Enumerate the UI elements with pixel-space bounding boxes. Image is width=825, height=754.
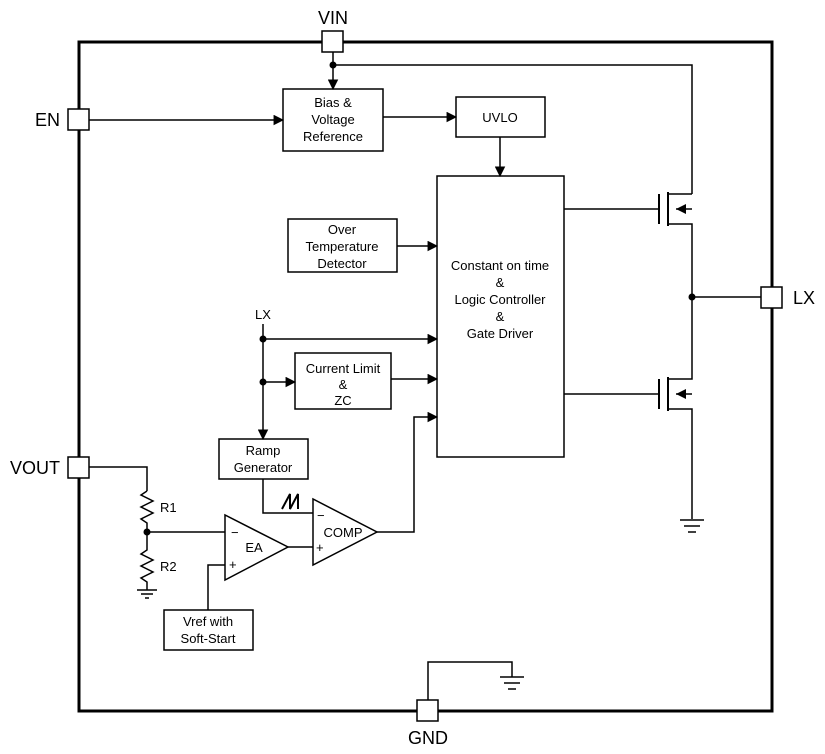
wire-gnd [427,661,513,700]
uvlo-block: UVLO [455,96,546,138]
ramp-generator-block: Ramp Generator [218,438,309,480]
pin-gnd: GND [408,699,448,748]
ground-icon-divider [137,589,157,599]
ground-icon-gnd [500,676,524,690]
pin-vin-label: VIN [318,8,348,28]
bias-line-1: Bias & [314,95,352,110]
pin-vout: VOUT [10,456,90,479]
comp-label: COMP [324,525,363,540]
error-amplifier: EA − + [224,513,290,582]
bias-line-3: Reference [303,129,363,144]
vref-line-2: Soft-Start [181,631,236,646]
controller-line-4: & [496,309,505,324]
bias-voltage-reference-block: Bias & Voltage Reference [282,88,384,152]
node-lx-sense-1 [259,335,267,343]
wire-vout [89,466,148,491]
comp-plus: + [316,540,324,555]
comparator: COMP − + [312,497,379,567]
wire-ramp-comp [262,479,313,514]
wire-vref-ea [207,564,225,610]
sawtooth-icon [281,493,299,510]
pin-lx: LX [760,286,815,309]
vref-soft-start-block: Vref with Soft-Start [163,609,254,651]
r1-label: R1 [160,500,177,515]
high-side-mosfet [658,192,693,297]
pin-en-label: EN [35,110,60,130]
pin-lx-label: LX [793,288,815,308]
wire-comp-ctrl [377,411,439,533]
ground-icon-low-side [680,519,704,533]
ramp-line-1: Ramp [246,443,281,458]
ea-plus: + [229,557,237,572]
current-limit-line-1: Current Limit [306,361,381,376]
r2-label: R2 [160,559,177,574]
controller-line-5: Gate Driver [467,326,534,341]
over-temperature-detector-block: Over Temperature Detector [287,218,398,273]
node-lx-sense-2 [259,378,267,386]
controller-block: Constant on time & Logic Controller & Ga… [436,175,565,458]
pin-vin: VIN [318,8,348,53]
controller-line-2: & [496,275,505,290]
wire-vin-to-hs [333,64,693,194]
otd-line-2: Temperature [306,239,379,254]
otd-line-1: Over [328,222,357,237]
ea-minus: − [231,525,239,540]
current-limit-line-3: ZC [334,393,351,408]
pin-gnd-label: GND [408,728,448,748]
pin-vout-label: VOUT [10,458,60,478]
resistor-r1 [139,490,155,532]
controller-line-1: Constant on time [451,258,549,273]
ea-label: EA [245,540,263,555]
ramp-line-2: Generator [234,460,293,475]
bias-line-2: Voltage [311,112,354,127]
current-limit-line-2: & [339,377,348,392]
uvlo-label: UVLO [482,110,517,125]
comp-minus: − [317,508,325,523]
vref-line-1: Vref with [183,614,233,629]
current-limit-block: Current Limit & ZC [294,352,392,410]
controller-line-3: Logic Controller [454,292,546,307]
node-vin [329,61,337,69]
otd-line-3: Detector [317,256,367,271]
low-side-mosfet [658,297,693,519]
resistor-r2 [139,532,155,590]
lx-sense-label: LX [255,307,271,322]
pin-en: EN [35,108,90,131]
